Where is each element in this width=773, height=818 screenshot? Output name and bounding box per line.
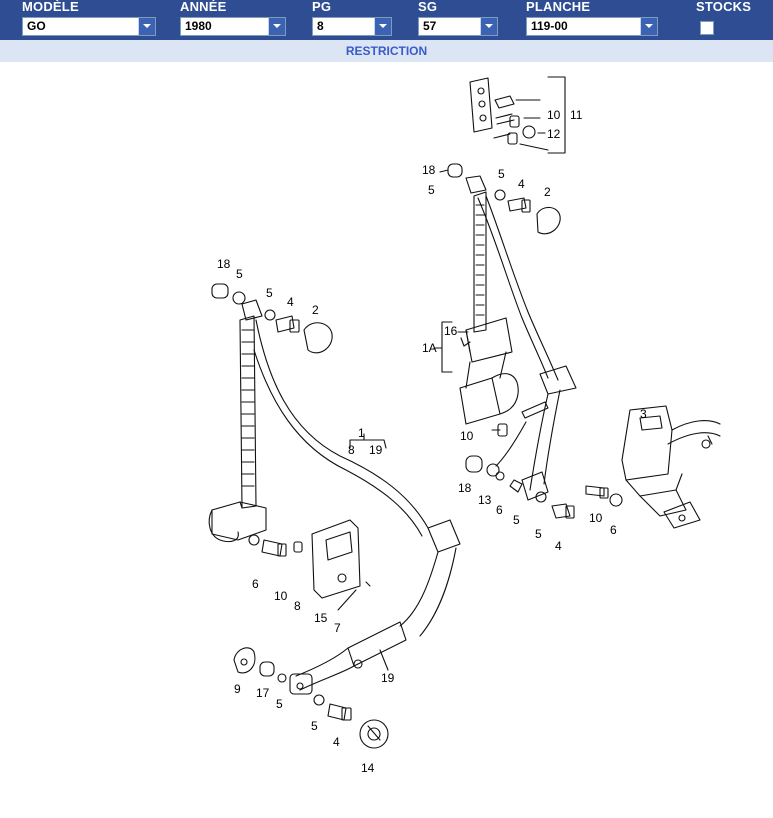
callout-label: 10 — [460, 429, 474, 443]
callout-label: 5 — [513, 513, 520, 527]
callout-label: 8 — [348, 443, 355, 457]
callout-label: 5 — [236, 267, 243, 281]
callout-label: 19 — [369, 443, 383, 457]
callout-label: 18 — [422, 163, 436, 177]
stocks-label: STOCKS — [696, 0, 752, 14]
diagram-callouts: 11 10 12 18 5 5 4 2 16 1A 10 18 13 6 5 5… — [217, 108, 647, 775]
callout-label: 5 — [266, 286, 273, 300]
callout-label: 4 — [555, 539, 562, 553]
year-label: ANNÉE — [180, 0, 227, 14]
sg-select[interactable]: 57 — [418, 17, 498, 36]
restriction-bar[interactable]: RESTRICTION — [0, 40, 773, 62]
plate-select[interactable]: 119-00 — [526, 17, 658, 36]
callout-label: 9 — [234, 682, 241, 696]
callout-label: 12 — [547, 127, 561, 141]
chevron-down-icon[interactable] — [268, 18, 285, 35]
callout-label: 1A — [422, 341, 437, 355]
callout-label: 10 — [589, 511, 603, 525]
callout-label: 4 — [287, 295, 294, 309]
stocks-checkbox[interactable] — [700, 21, 714, 35]
callout-label: 10 — [274, 589, 288, 603]
chevron-down-icon[interactable] — [640, 18, 657, 35]
chevron-down-icon[interactable] — [480, 18, 497, 35]
callout-label: 10 — [547, 108, 561, 122]
sg-label: SG — [418, 0, 438, 14]
callout-label: 4 — [518, 177, 525, 191]
chevron-down-icon[interactable] — [374, 18, 391, 35]
model-label: MODÈLE — [22, 0, 79, 14]
callout-label: 7 — [334, 621, 341, 635]
callout-label: 15 — [314, 611, 328, 625]
seat-belt-parts-diagram: 11 10 12 18 5 5 4 2 16 1A 10 18 13 6 5 5… — [208, 76, 721, 775]
callout-label: 2 — [544, 185, 551, 199]
callout-label: 3 — [640, 407, 647, 421]
callout-label: 17 — [256, 686, 270, 700]
plate-label: PLANCHE — [526, 0, 591, 14]
callout-label: 18 — [458, 481, 472, 495]
chevron-down-icon[interactable] — [138, 18, 155, 35]
callout-label: 16 — [444, 324, 458, 338]
model-select[interactable]: GO — [22, 17, 156, 36]
year-select[interactable]: 1980 — [180, 17, 286, 36]
callout-label: 5 — [535, 527, 542, 541]
callout-label: 13 — [478, 493, 492, 507]
callout-label: 2 — [312, 303, 319, 317]
callout-label: 1 — [358, 426, 365, 440]
pg-select[interactable]: 8 — [312, 17, 392, 36]
model-value: GO — [27, 19, 46, 33]
callout-label: 11 — [570, 108, 583, 122]
callout-label: 18 — [217, 257, 231, 271]
callout-label: 8 — [294, 599, 301, 613]
callout-label: 14 — [361, 761, 375, 775]
callout-label: 5 — [498, 167, 505, 181]
filter-bar: MODÈLE GO ANNÉE 1980 PG 8 SG 57 PLANCHE … — [0, 0, 773, 40]
callout-label: 6 — [252, 577, 259, 591]
callout-label: 4 — [333, 735, 340, 749]
diagram-linework — [208, 76, 721, 749]
callout-label: 5 — [428, 183, 435, 197]
pg-label: PG — [312, 0, 332, 14]
callout-label: 5 — [276, 697, 283, 711]
callout-label: 6 — [496, 503, 503, 517]
callout-label: 19 — [381, 671, 395, 685]
restriction-label: RESTRICTION — [345, 44, 428, 58]
sg-value: 57 — [423, 19, 437, 33]
plate-value: 119-00 — [531, 19, 568, 33]
callout-label: 5 — [311, 719, 318, 733]
year-value: 1980 — [185, 19, 212, 33]
pg-value: 8 — [317, 19, 324, 33]
callout-label: 6 — [610, 523, 617, 537]
